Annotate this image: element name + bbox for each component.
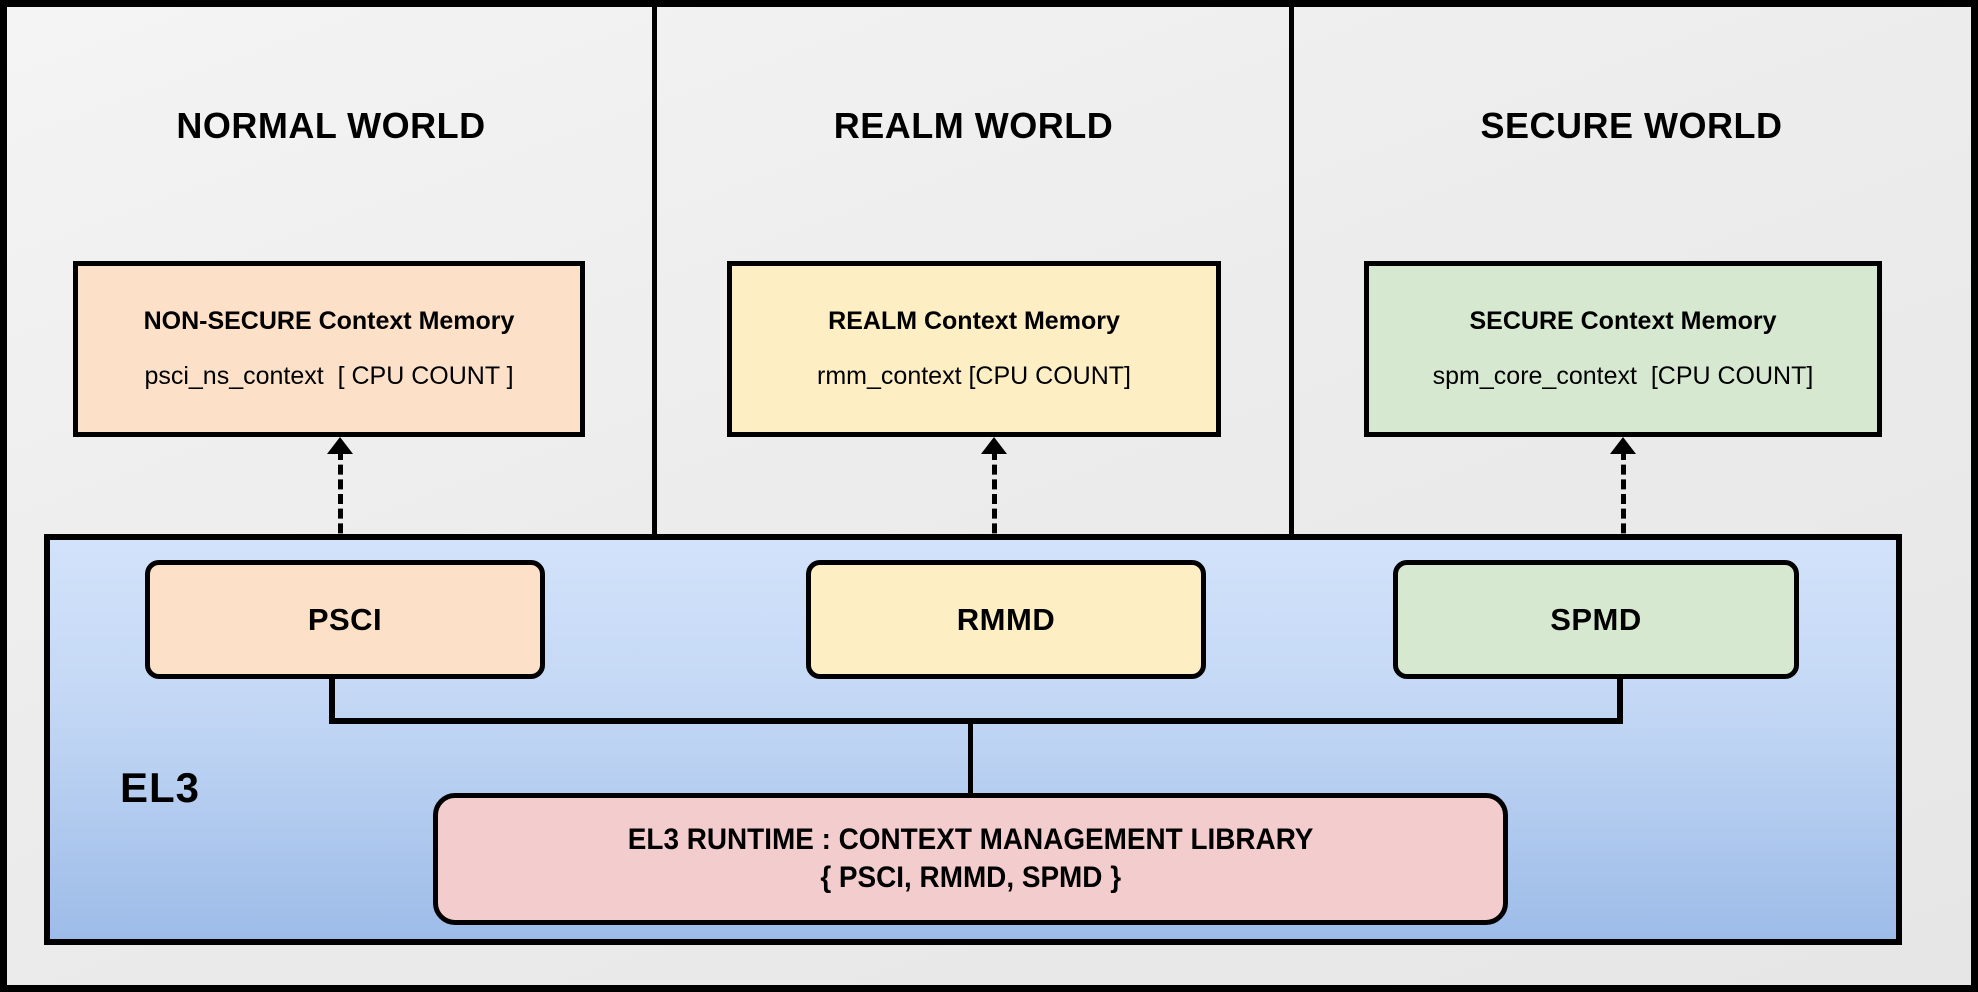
context-memory-symbol-non-secure: psci_ns_context [ CPU COUNT ] [144, 362, 514, 390]
column-divider-normal-realm [652, 5, 657, 534]
context-memory-title-non-secure: NON-SECURE Context Memory [143, 307, 515, 335]
connector-stub-psci [329, 678, 335, 722]
world-title-realm: REALM WORLD [833, 105, 1114, 146]
arrowhead-up-icon [981, 437, 1007, 454]
arrow-shaft [1621, 450, 1626, 548]
el3-runtime-library-line1: EL3 RUNTIME : CONTEXT MANAGEMENT LIBRARY [627, 822, 1314, 856]
dispatcher-box-rmmd[interactable]: RMMD [806, 560, 1206, 679]
connector-stub-runtime [968, 722, 973, 796]
context-memory-symbol-realm: rmm_context [CPU COUNT] [817, 362, 1131, 390]
context-memory-title-realm: REALM Context Memory [828, 307, 1120, 335]
world-column-normal: NORMAL WORLD [7, 7, 655, 534]
world-column-realm: REALM WORLD [655, 7, 1292, 534]
arrow-shaft [992, 450, 997, 548]
context-memory-symbol-secure: spm_core_context [CPU COUNT] [1432, 362, 1814, 390]
arrow-shaft [338, 450, 343, 548]
world-title-normal: NORMAL WORLD [176, 105, 486, 146]
connector-bus-horizontal [329, 718, 1623, 724]
dispatcher-box-spmd[interactable]: SPMD [1393, 560, 1799, 679]
arrowhead-up-icon [1610, 437, 1636, 454]
context-memory-title-secure: SECURE Context Memory [1469, 307, 1777, 335]
context-memory-box-non-secure[interactable]: NON-SECURE Context Memory psci_ns_contex… [73, 261, 585, 437]
el3-label: EL3 [120, 764, 201, 811]
context-memory-box-secure[interactable]: SECURE Context Memory spm_core_context [… [1364, 261, 1882, 437]
world-column-secure: SECURE WORLD [1292, 7, 1971, 534]
dispatcher-box-psci[interactable]: PSCI [145, 560, 545, 679]
world-title-secure: SECURE WORLD [1480, 105, 1783, 146]
column-divider-realm-secure [1289, 5, 1294, 534]
el3-runtime-library-box[interactable]: EL3 RUNTIME : CONTEXT MANAGEMENT LIBRARY… [433, 793, 1508, 925]
context-memory-box-realm[interactable]: REALM Context Memory rmm_context [CPU CO… [727, 261, 1221, 437]
connector-stub-spmd [1617, 678, 1623, 722]
el3-runtime-library-line2: { PSCI, RMMD, SPMD } [820, 861, 1121, 894]
arrowhead-up-icon [327, 437, 353, 454]
